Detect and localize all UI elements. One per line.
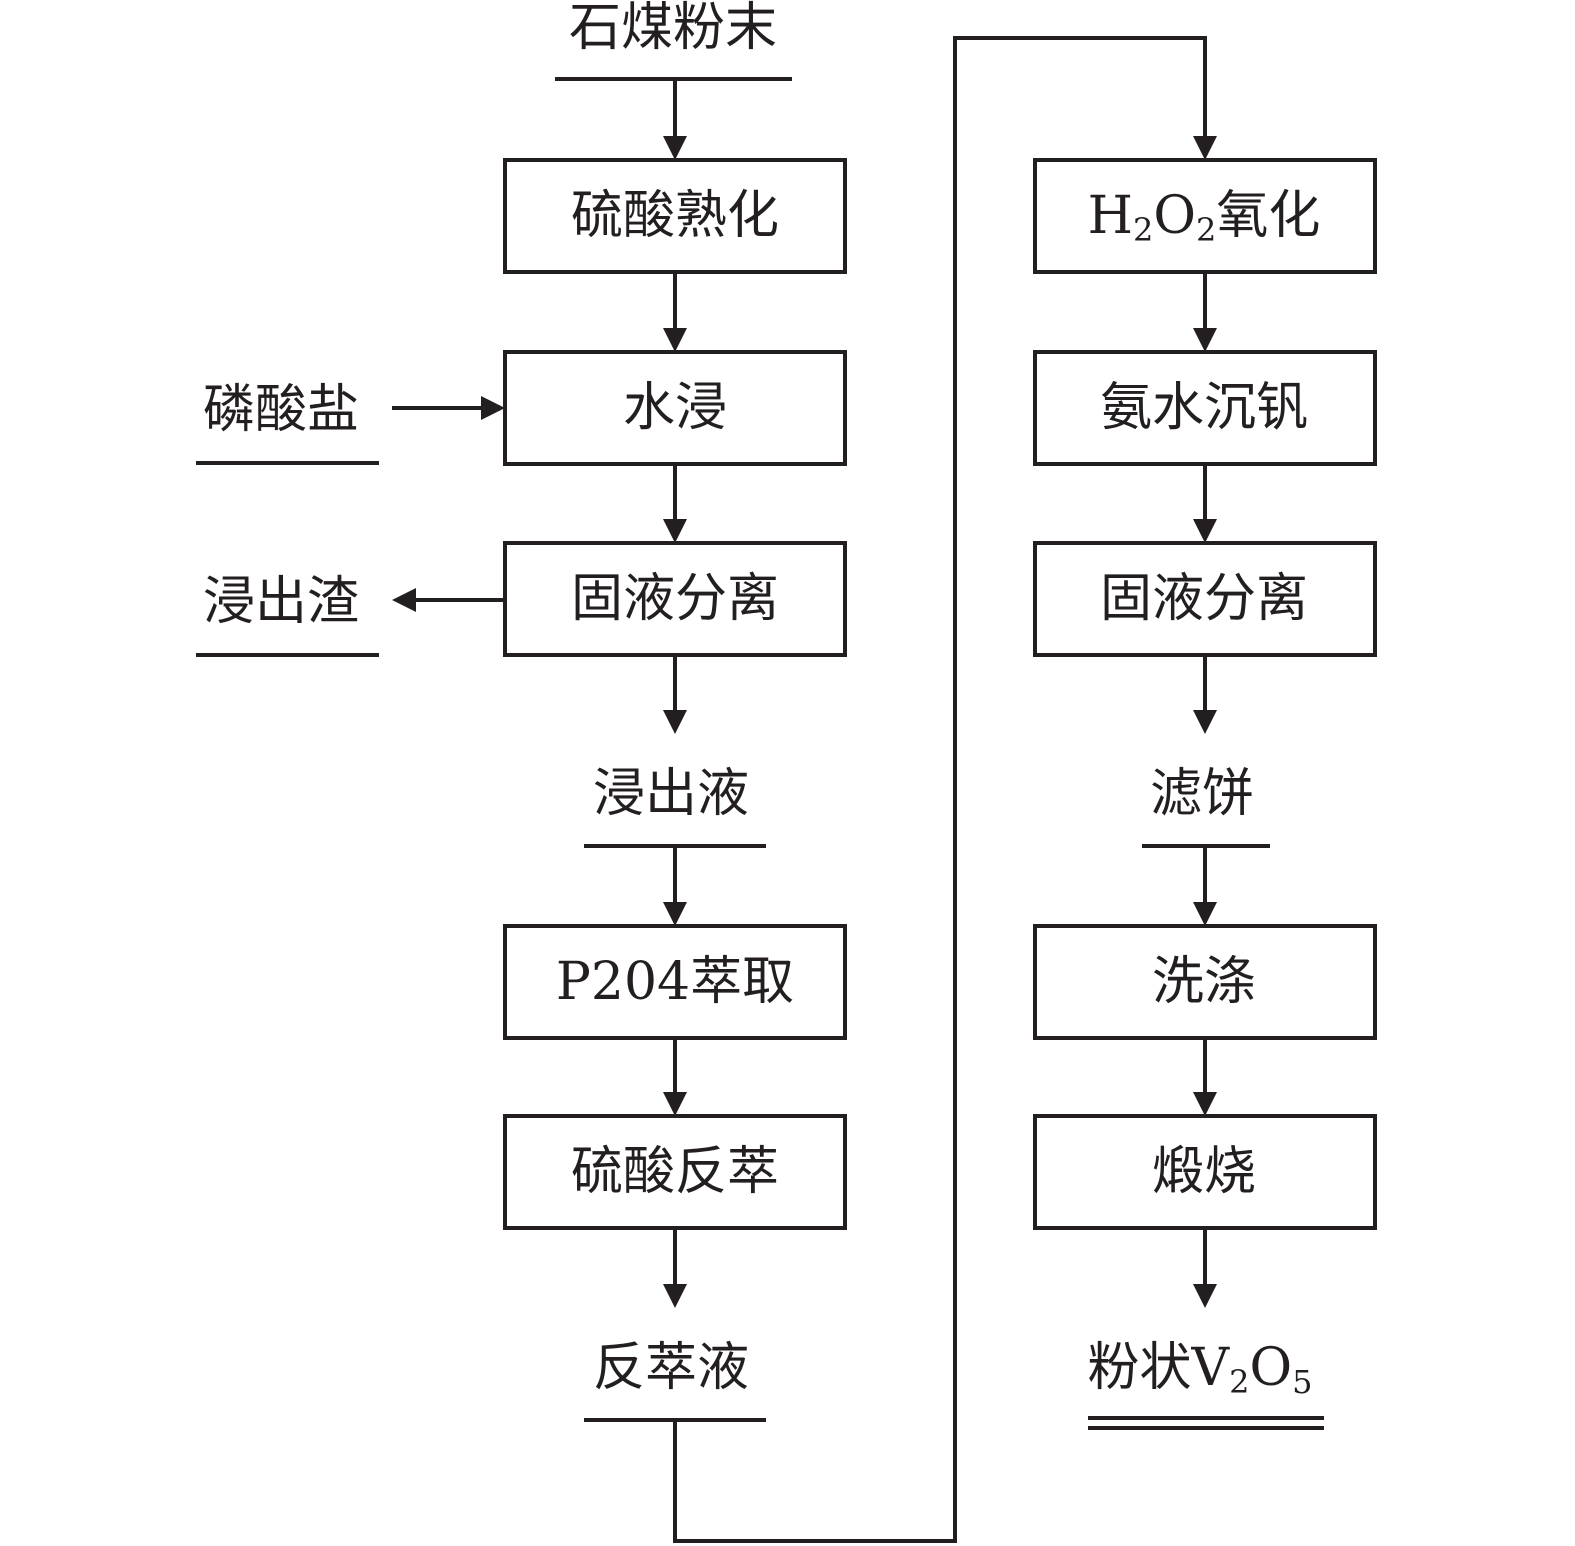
output-residue-label: 浸出渣 bbox=[203, 572, 359, 632]
process-label-water-leach: 水浸 bbox=[623, 378, 727, 438]
arrow-down-icon bbox=[663, 328, 687, 352]
arrow-down-icon bbox=[1193, 328, 1217, 352]
arrow-down-icon bbox=[1193, 1284, 1217, 1308]
process-label-extraction: P204萃取 bbox=[556, 952, 794, 1012]
process-box-washing bbox=[1033, 924, 1377, 1040]
arrow-left-icon bbox=[392, 588, 416, 612]
arrow-down-icon bbox=[1193, 710, 1217, 734]
intermediate-strip-liquor-label: 反萃液 bbox=[593, 1338, 749, 1398]
arrow-down-icon bbox=[1193, 136, 1217, 160]
arrow-right-icon bbox=[481, 396, 505, 420]
process-label-precipitation: 氨水沉钒 bbox=[1100, 378, 1308, 438]
intermediate-leachate-label: 浸出液 bbox=[593, 764, 749, 824]
process-box-extraction bbox=[503, 924, 847, 1040]
intermediate-filter-cake-label: 滤饼 bbox=[1150, 764, 1254, 824]
input-label: 石煤粉末 bbox=[569, 0, 777, 58]
arrow-down-icon bbox=[1193, 519, 1217, 543]
arrow-down-icon bbox=[1193, 1092, 1217, 1116]
process-box-water-leach bbox=[503, 350, 847, 466]
process-label-oxidation: H2O2氧化 bbox=[1088, 186, 1321, 249]
arrow-down-icon bbox=[1193, 902, 1217, 926]
arrow-down-icon bbox=[663, 902, 687, 926]
process-label-separation-2: 固液分离 bbox=[1100, 569, 1308, 629]
process-label-calcination: 煅烧 bbox=[1152, 1142, 1256, 1202]
final-product-label: 粉状V2O5 bbox=[1088, 1338, 1313, 1401]
arrow-down-icon bbox=[663, 1092, 687, 1116]
arrow-down-icon bbox=[663, 1284, 687, 1308]
input-phosphate-label: 磷酸盐 bbox=[203, 380, 359, 440]
process-label-washing: 洗涤 bbox=[1152, 952, 1256, 1012]
arrow-down-icon bbox=[663, 710, 687, 734]
arrow-down-icon bbox=[663, 519, 687, 543]
process-label-strip: 硫酸反萃 bbox=[571, 1142, 779, 1202]
process-label-separation-1: 固液分离 bbox=[571, 569, 779, 629]
process-box-separation-1 bbox=[503, 541, 847, 657]
process-box-separation-2 bbox=[1033, 541, 1377, 657]
process-label-acid-cure: 硫酸熟化 bbox=[571, 186, 779, 246]
process-box-calcination bbox=[1033, 1114, 1377, 1230]
crossover-connector bbox=[673, 36, 1207, 1543]
arrow-down-icon bbox=[663, 136, 687, 160]
process-box-acid-cure bbox=[503, 158, 847, 274]
process-box-precipitation bbox=[1033, 350, 1377, 466]
